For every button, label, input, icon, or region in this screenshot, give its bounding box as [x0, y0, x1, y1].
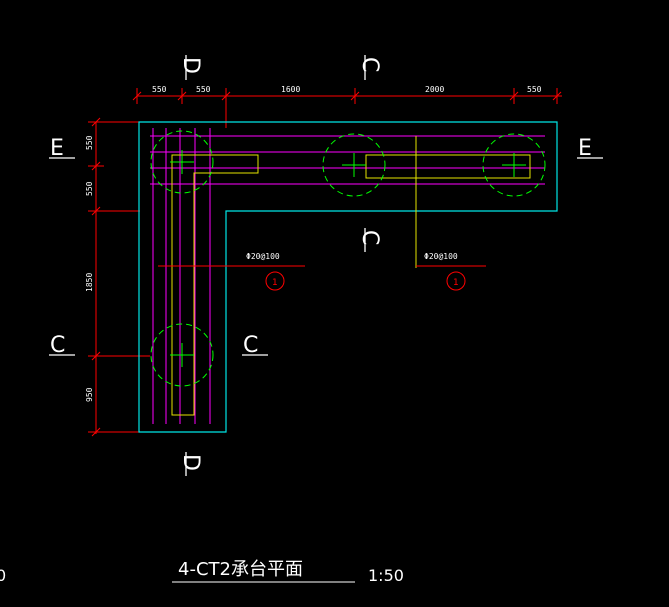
dim-left-3: 1850: [85, 273, 94, 292]
section-e-right: E: [578, 136, 592, 161]
section-e-left: E: [50, 136, 64, 161]
section-c-mid: C: [357, 230, 382, 245]
dim-top-4: 2000: [425, 85, 444, 94]
rebar-mark-1: 1: [272, 278, 278, 288]
dim-top-3: 1600: [281, 85, 300, 94]
section-c-top: C: [357, 57, 382, 72]
rebar-note-2: Φ20@100: [424, 252, 458, 261]
rebar-mark-2: 1: [453, 278, 459, 288]
dim-top-1: 550: [152, 85, 167, 94]
rebar-leaders: [158, 265, 486, 291]
drawing-scale: 1:50: [368, 566, 404, 585]
dim-top-2: 550: [196, 85, 211, 94]
section-d-bottom: D: [178, 454, 203, 471]
beam-outlines: [171, 136, 531, 416]
edge-text: 0: [0, 566, 6, 585]
section-d-top: D: [178, 57, 203, 74]
pile-circles: [150, 130, 546, 387]
section-c-left: C: [50, 333, 65, 358]
rebar-note-1: Φ20@100: [246, 252, 280, 261]
left-dimension-chain: [88, 117, 150, 437]
dim-top-5: 550: [527, 85, 542, 94]
section-mark-lines: [49, 55, 603, 476]
pile-cap-outline: [138, 121, 558, 433]
drawing-title: 4-CT2承台平面: [178, 559, 303, 580]
dim-left-1: 550: [85, 135, 94, 150]
section-c-right: C: [243, 333, 258, 358]
pile-center-marks: [170, 150, 526, 367]
dim-left-4: 950: [85, 387, 94, 402]
rebar-lines: [150, 128, 545, 424]
dim-left-2: 550: [85, 181, 94, 196]
top-dimension-chain: [132, 88, 562, 128]
